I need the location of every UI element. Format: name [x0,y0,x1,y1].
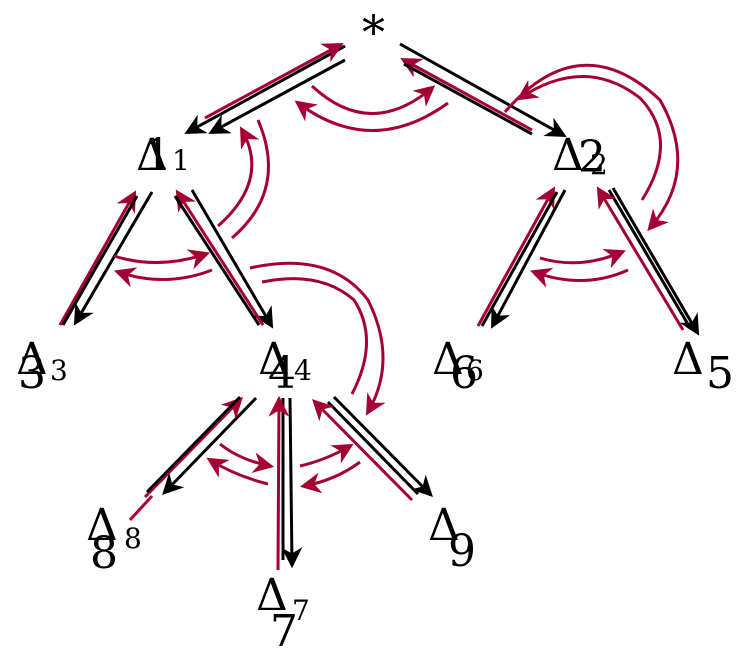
node-4-delta: Δ [258,334,290,385]
node-1: Δ 1 1 [136,130,190,181]
arc-n2-sib-a [539,248,626,269]
arc-n1-a [217,126,260,228]
edge-n2-n5-down [611,187,700,336]
edge-n4-n9-down-b [326,400,420,496]
edge-n2-n5-down-b [607,189,691,327]
edge-n4-n8-down [162,396,258,496]
root-star: * [362,5,385,59]
node-5: Δ 5 [672,334,734,399]
edge-n3-n1-up-b [61,195,139,326]
node-5-delta: Δ [672,334,704,385]
arc-n2-b [516,75,662,201]
arc-n4-a [249,261,386,416]
arc-n4-b [261,277,368,395]
edge-n2-root-up-b [403,62,533,136]
arc-n1-sib-a [113,249,210,270]
edge-n9-n4-up [312,399,414,502]
edge-n8-n4-up-b [145,395,242,494]
node-7: Δ 7 7 [256,570,310,657]
arc-root-a [310,84,436,115]
node-8-sub: 8 [124,522,142,555]
node-8-ghost: 8 [90,528,118,579]
edge-n8-n4-up [143,396,243,499]
node-3-ghost: 3 [18,348,46,399]
node-5-ghost: 5 [706,348,734,399]
node-8-delta: Δ [86,500,118,551]
node-labels: * Δ 1 1 Δ 2 2 Δ 3 3 Δ 4 4 Δ 6 6 [16,5,734,657]
node-6: Δ 6 6 [432,334,484,399]
node-8: Δ 8 8 [86,500,142,579]
arc-n4-right-a [299,443,354,468]
node-7-ghost: 7 [270,606,298,657]
node-9: Δ 9 [428,500,476,577]
node-2-sub: 2 [590,148,608,181]
node-2: Δ 2 2 [552,130,608,183]
node-6-sub: 6 [466,354,484,387]
arc-n1-b [231,119,270,240]
edge-n5-n2-up [596,186,685,331]
arc-n2-sib-b [530,267,629,288]
edge-n6-n2-up [476,186,556,327]
node-3-sub: 3 [50,354,68,387]
arc-n2-a [503,63,680,232]
arc-root-b [294,100,449,132]
arc-n1-sib-b [114,267,213,288]
edge-n4-n7-down [281,397,303,569]
edge-n1-root-up [204,43,344,120]
edge-n8-tail [128,494,154,522]
node-3-delta: Δ [16,334,48,385]
edge-n7-n4-up [268,395,290,571]
node-2-ghost: 2 [578,132,606,183]
arc-n4-left-a [219,442,275,473]
edge-n1-n4-down [190,189,274,329]
curved-arrows [113,63,680,494]
arc-n4-left-b [206,457,269,486]
edge-n6-n2-up-b [480,191,559,327]
node-1-sub: 1 [172,144,190,177]
node-7-sub: 7 [292,594,310,627]
node-6-ghost: 6 [450,348,478,399]
node-7-delta: Δ [256,570,288,621]
arc-n4-right-b [299,460,361,494]
node-4-sub: 4 [294,354,312,387]
edge-n4-n1-up [175,189,265,326]
edge-n3-n1-up [58,190,137,326]
node-9-delta: Δ [428,500,460,551]
node-1-ghost: 1 [144,130,172,181]
node-3: Δ 3 3 [16,334,68,399]
edge-n4-n1-up-b [173,195,261,326]
node-6-delta: Δ [432,334,464,385]
edge-n4-n9-down [332,395,433,497]
node-2-delta: Δ [552,130,584,181]
node-4-ghost: 4 [268,348,296,399]
edge-root-n2-down [399,42,567,138]
edges [58,42,700,571]
node-9-ghost: 9 [448,526,476,577]
edge-n2-n6-down [491,189,567,329]
edge-root-n1-down-b [208,58,346,134]
node-1-delta: Δ [136,130,168,181]
edge-n2-root-up [400,57,533,132]
node-4: Δ 4 4 [258,334,312,399]
